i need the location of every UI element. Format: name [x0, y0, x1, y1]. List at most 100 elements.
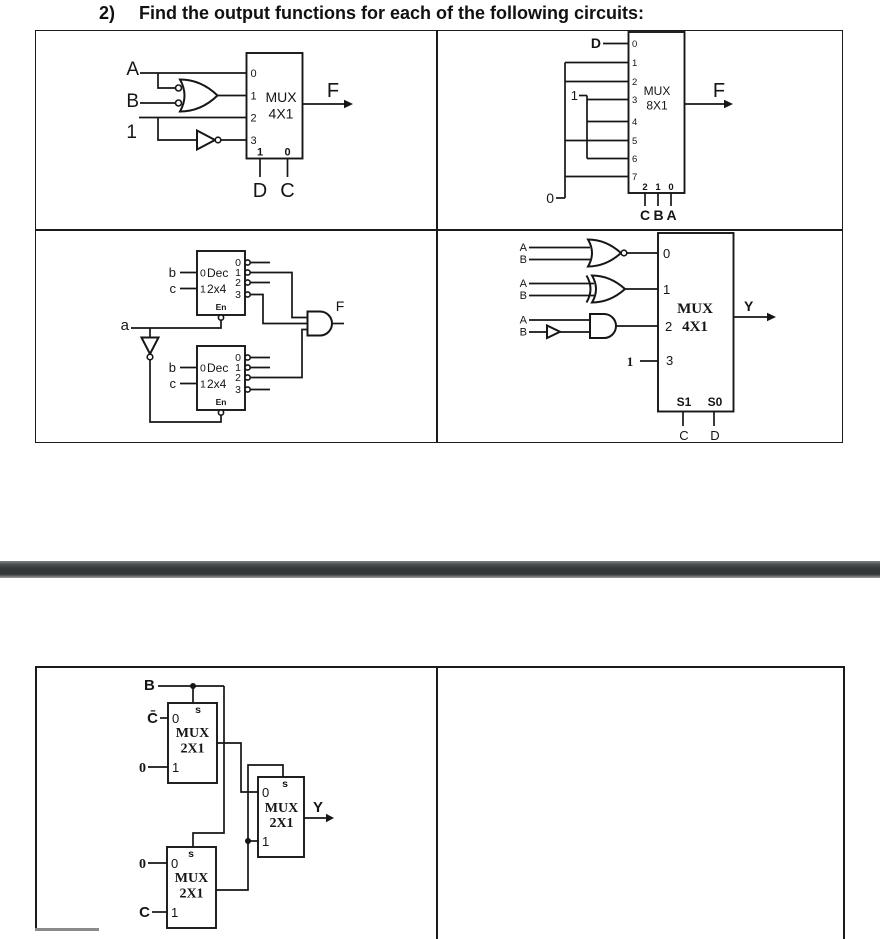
wire: [250, 328, 308, 379]
wire: [192, 686, 225, 847]
mux-port-label: 1: [632, 58, 637, 69]
nor-gate: [586, 238, 623, 268]
wire: [217, 742, 258, 793]
select-pin-label: 0: [284, 147, 290, 159]
mux-box: [167, 702, 218, 784]
output-label: Y: [744, 298, 754, 314]
page-break-bar: [0, 561, 880, 578]
signal-label: c: [170, 376, 177, 391]
mux-title: MUX: [677, 301, 713, 317]
mux-port-label: 0: [632, 39, 637, 50]
circuit-4-gates-mux4x1: A B A B A B 0 1 2 3 MUX 4X1 S1 S0 C D 1 …: [520, 232, 776, 443]
wires: [139, 72, 344, 177]
select-signal-label: C: [679, 428, 688, 443]
bubble: [244, 364, 251, 371]
mux-port-label: 3: [632, 95, 637, 106]
mux-port-label: 3: [251, 135, 257, 147]
enable-bubble: [217, 409, 225, 416]
select-signal-label: C: [280, 180, 294, 202]
input-bubble: [174, 84, 183, 92]
wire: [216, 764, 284, 891]
mux-port-label: 2: [632, 77, 637, 88]
output-arrowhead: [326, 813, 334, 823]
constant-label: 1: [627, 354, 634, 369]
mux-title: MUX: [644, 84, 671, 98]
signal-label: C̄: [147, 709, 158, 727]
circuit-2-mux8x1: D 0 1 2 3 4 5 6 7 MUX 8X1 2 1 0 C B A 1 …: [546, 31, 733, 223]
junction-dot: [190, 683, 196, 689]
buffer-gate: [546, 323, 563, 340]
mux-box: [245, 52, 304, 160]
signal-label: A: [520, 278, 528, 290]
output-label: F: [336, 298, 345, 314]
decoder-output-label: 0: [235, 257, 241, 269]
bubble: [244, 279, 251, 286]
mux-port-label: 1: [171, 905, 178, 920]
mux-size: 4X1: [682, 319, 708, 335]
junction-dot: [245, 838, 251, 844]
wire: [250, 271, 308, 319]
signal-label: B: [520, 290, 527, 302]
constant-label: 0: [139, 761, 146, 776]
decoder-output-label: 2: [235, 277, 241, 289]
constant-label: 1: [126, 122, 137, 143]
enable-label: En: [216, 302, 227, 312]
output-arrowhead: [724, 99, 733, 109]
wires: [131, 261, 344, 423]
signal-label: c: [170, 281, 177, 296]
wires: [529, 246, 767, 426]
question-title: Find the output functions for each of th…: [139, 3, 644, 23]
mux-title: MUX: [176, 726, 209, 741]
decoder-port-label: 1: [200, 379, 206, 391]
mux-size: 2X1: [180, 742, 204, 757]
table-column-divider: [436, 31, 438, 442]
mux-port-label: 0: [663, 246, 670, 261]
input-bubble: [174, 99, 183, 107]
signal-label: B: [520, 327, 527, 339]
select-signal-label: B: [653, 207, 663, 223]
wire: [157, 73, 176, 89]
signal-label: A: [520, 315, 528, 327]
output-label: F: [713, 80, 725, 102]
signal-label: A: [520, 242, 528, 254]
mux-box: [657, 232, 735, 413]
constant-label: 0: [139, 857, 146, 872]
output-arrowhead: [767, 312, 776, 322]
enable-label: En: [216, 397, 227, 407]
not-gate: [139, 336, 161, 357]
decoder-output-label: 2: [235, 372, 241, 384]
mux-port-label: 2: [665, 319, 672, 334]
select-pin-label: s: [282, 778, 288, 790]
output-label: F: [327, 80, 339, 102]
bubble: [244, 386, 251, 393]
inverter-bubble: [214, 136, 222, 144]
signal-label: B: [520, 254, 527, 266]
mux-box: [257, 776, 305, 858]
output-label: Y: [313, 799, 323, 816]
select-pin-label: s: [188, 848, 194, 860]
and-gate: [306, 310, 333, 337]
circuit-3-decoders: b c 0 1 Dec 2x4 0 1 2 3 En b c 0 1 Dec 2…: [121, 250, 345, 423]
table-column-divider: [436, 666, 438, 939]
signal-label: a: [121, 317, 130, 334]
select-pin-label: S1: [677, 395, 692, 409]
mux-port-label: 6: [632, 154, 637, 165]
bubble: [244, 354, 251, 361]
wire: [157, 117, 197, 141]
table-border: [843, 666, 845, 939]
decoder-title: Dec: [207, 361, 228, 375]
decoder-title: Dec: [207, 266, 228, 280]
decoder-output-label: 0: [235, 352, 241, 364]
nand-or-gate: [178, 78, 219, 113]
mux-port-label: 0: [251, 68, 257, 80]
select-signal-label: C: [640, 207, 650, 223]
mux-port-label: 7: [632, 172, 637, 183]
not-gate: [196, 128, 218, 152]
mux-port-label: 1: [663, 282, 670, 297]
signal-label: A: [126, 59, 139, 80]
mux-box: [627, 31, 686, 194]
enable-bubble: [217, 314, 225, 321]
mux-title: MUX: [175, 871, 208, 886]
bubble: [244, 259, 251, 266]
